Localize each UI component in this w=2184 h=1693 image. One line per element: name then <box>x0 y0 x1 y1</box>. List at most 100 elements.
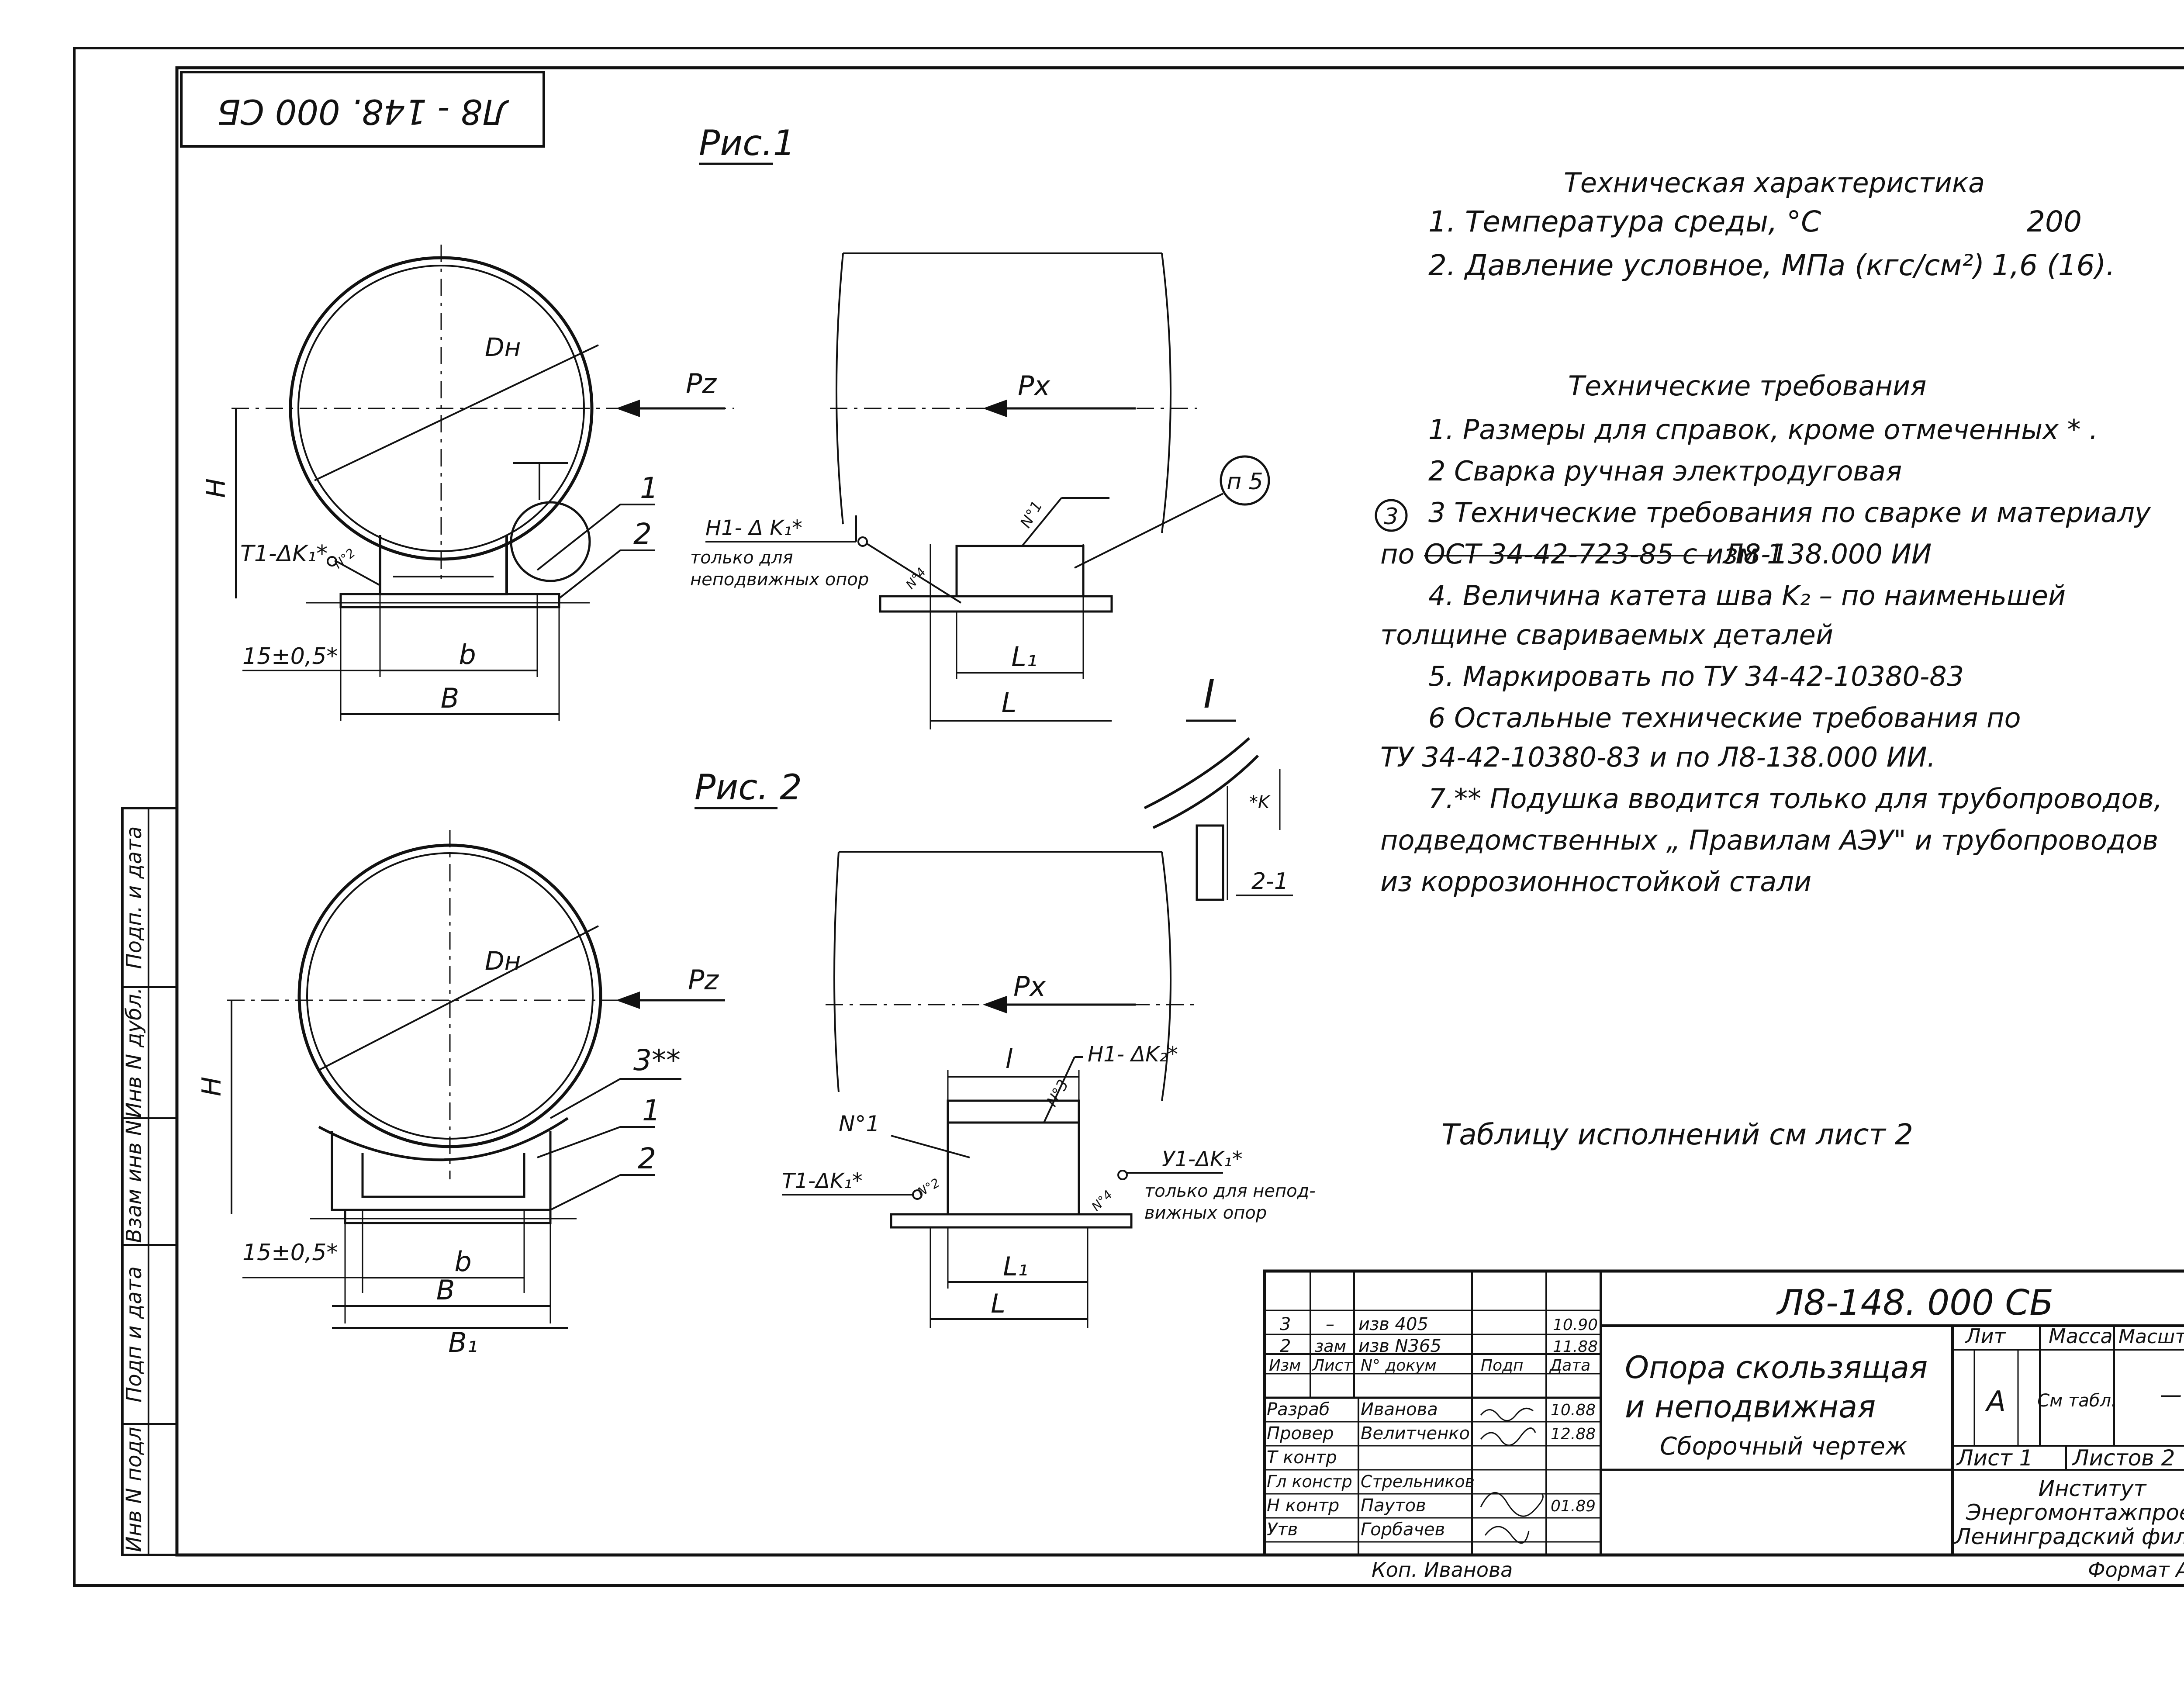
tech-char-row2-value: 1,6 (16). <box>1992 249 2115 282</box>
fig1-n5: п 5 <box>1227 469 1263 495</box>
date-check: 12.88 <box>1551 1425 1596 1443</box>
rev2-num: 2 <box>1280 1336 1291 1356</box>
side-label-sign2: Подп. и дата <box>122 826 146 969</box>
code-stamp-box <box>180 71 545 148</box>
code-stamp: Л8 - 148. 000 СБ <box>217 92 509 131</box>
fig2-L: L <box>991 1289 1005 1319</box>
fig2-tk: Т1-ΔK₁* <box>782 1169 863 1193</box>
fig2-only1: только для непод- <box>1144 1181 1316 1201</box>
tech-req-7: 7.** Подушка вводится только для трубопр… <box>1428 783 2163 815</box>
tech-req-change-mark: 3 <box>1384 504 1398 530</box>
tech-req-7c: из коррозионностойкой стали <box>1380 866 1811 898</box>
hdr-izm: Изм <box>1269 1357 1301 1375</box>
role-check: Провер <box>1267 1424 1334 1444</box>
fig1-B: B <box>441 682 460 714</box>
role-ncontr: Н контр <box>1267 1496 1339 1516</box>
fig1-part1: 1 <box>640 471 658 505</box>
rev1-doc: изв 405 <box>1358 1314 1428 1334</box>
name-chief: Стрельников <box>1361 1472 1475 1491</box>
fig1-L1: L₁ <box>1011 641 1037 673</box>
fig2-L1: L₁ <box>1003 1251 1028 1282</box>
name-check: Велитченко <box>1361 1424 1470 1444</box>
tech-req-4: 4. Величина катета шва K₂ – по наименьше… <box>1428 580 2066 612</box>
fig2-pz: Pz <box>688 964 719 996</box>
tech-char-title: Техническая характеристика <box>1564 167 1985 199</box>
rev1-date: 10.90 <box>1553 1316 1598 1334</box>
lit-header: Лит <box>1965 1324 2006 1348</box>
fig2-dh: Dн <box>485 946 521 976</box>
fig2: Рис. 2 Dн Pz H 3** 1 2 b B B₁ <box>197 767 802 1358</box>
fig2-only2: вижных опор <box>1144 1203 1267 1223</box>
fig1-L: L <box>1002 687 1017 719</box>
tech-requirements: Технические требования 1. Размеры для сп… <box>1375 370 2163 898</box>
fig2-weld2: N°2 <box>915 1175 942 1199</box>
tech-req-5: 5. Маркировать по ТУ 34-42-10380-83 <box>1428 660 1964 692</box>
tech-req-7b: подведомственных „ Правилам АЭУ" и трубо… <box>1380 824 2158 856</box>
detail-scale: 2-1 <box>1251 868 1289 895</box>
org-line2: Энергомонтажпроект <box>1966 1500 2184 1525</box>
fig2-part1: 1 <box>642 1094 660 1127</box>
side-label-replace: Взам инв N <box>122 1120 146 1243</box>
fig2-weld4: N°4 <box>1089 1187 1115 1214</box>
fig1-h: H <box>201 478 232 498</box>
name-approve: Горбачев <box>1361 1520 1445 1540</box>
tech-char-row1-value: 200 <box>2027 205 2082 238</box>
detail-mark: I <box>1203 671 1215 717</box>
fig1-dim15: 15±0,5* <box>242 643 338 670</box>
fig2-B1: B₁ <box>448 1327 477 1358</box>
tech-characteristics: Техническая характеристика 1. Температур… <box>1428 167 2115 282</box>
detail-I: I *K 2-1 <box>1144 671 1293 901</box>
hdr-doc: N° докум <box>1361 1357 1437 1375</box>
fig1-px: Px <box>1018 370 1051 402</box>
tech-req-3: 3 Технические требования по сварке и мат… <box>1428 497 2151 529</box>
fig1-tk: Т1-ΔK₁* <box>240 541 328 567</box>
doc-name-3: Сборочный чертеж <box>1660 1432 1907 1461</box>
rev2-sheet: зам <box>1315 1337 1346 1356</box>
org-line1: Институт <box>2038 1476 2147 1501</box>
fig1-hk: Н1- Δ K₁* <box>705 516 802 540</box>
scale-value: — <box>2160 1382 2182 1407</box>
doc-name-1: Опора скользящая <box>1625 1350 1928 1385</box>
hdr-sign: Подп <box>1481 1357 1524 1375</box>
fig2-title: Рис. 2 <box>695 767 802 808</box>
fig1-part2: 2 <box>633 517 652 551</box>
hdr-date: Дата <box>1549 1357 1590 1375</box>
fig1-b: b <box>459 639 476 670</box>
scale-header: Масштаб <box>2118 1326 2184 1348</box>
fig2-px: Px <box>1013 971 1046 1002</box>
fig2-hk2: Н1- ΔK₂* <box>1088 1042 1178 1067</box>
fig1-only1: только для <box>690 548 793 568</box>
fig1-pz: Pz <box>686 368 717 400</box>
date-ncontr: 01.89 <box>1551 1497 1596 1515</box>
mass-value: См табл. <box>2037 1391 2117 1411</box>
tech-char-row1-label: 1. Температура среды, °С <box>1428 205 1821 238</box>
fig2-side: Px l L₁ L N°1 N°3 Н1- ΔK₂* Т1-ΔK₁* N°2 У… <box>782 851 1316 1328</box>
rev2-date: 11.88 <box>1553 1338 1598 1356</box>
fig2-h: H <box>197 1077 227 1096</box>
lit-value: А <box>1985 1385 2006 1418</box>
tech-req-3b-new: Л8-138.000 ИИ <box>1722 538 1932 570</box>
name-dev: Иванова <box>1361 1399 1438 1420</box>
tech-req-1: 1. Размеры для справок, кроме отмеченных… <box>1428 414 2098 446</box>
fig1-side: Px L₁ L п 5 N°1 Н1- Δ K₁* только для неп… <box>331 252 1270 729</box>
role-chief: Гл констр <box>1267 1472 1352 1491</box>
side-label-inv: Инв N подл <box>122 1427 146 1552</box>
sheets-value: Листов 2 <box>2072 1445 2175 1471</box>
outer-frame <box>73 47 2184 1587</box>
fig1-weld1: N°1 <box>1017 498 1046 531</box>
rev2-doc: изв N365 <box>1358 1336 1441 1356</box>
tech-req-4b: толщине свариваемых деталей <box>1380 619 1833 651</box>
hdr-list: Лист <box>1312 1357 1353 1375</box>
table-note: Таблицу исполнений см лист 2 <box>1441 1118 1913 1151</box>
role-approve: Утв <box>1267 1520 1298 1540</box>
fig2-part2: 2 <box>638 1142 656 1175</box>
fig2-b: b <box>454 1246 471 1278</box>
title-block: 3 – изв 405 10.90 2 зам изв N365 11.88 И… <box>1263 1269 2184 1557</box>
name-ncontr: Паутов <box>1361 1496 1426 1516</box>
rev1-sheet: – <box>1326 1314 1334 1334</box>
tech-req-6: 6 Остальные технические требования по <box>1428 702 2021 734</box>
mass-header: Масса <box>2049 1324 2113 1348</box>
fig1-only2: неподвижных опор <box>690 570 869 590</box>
tech-char-row2-label: 2. Давление условное, МПа (кгс/см²) <box>1428 249 1984 282</box>
